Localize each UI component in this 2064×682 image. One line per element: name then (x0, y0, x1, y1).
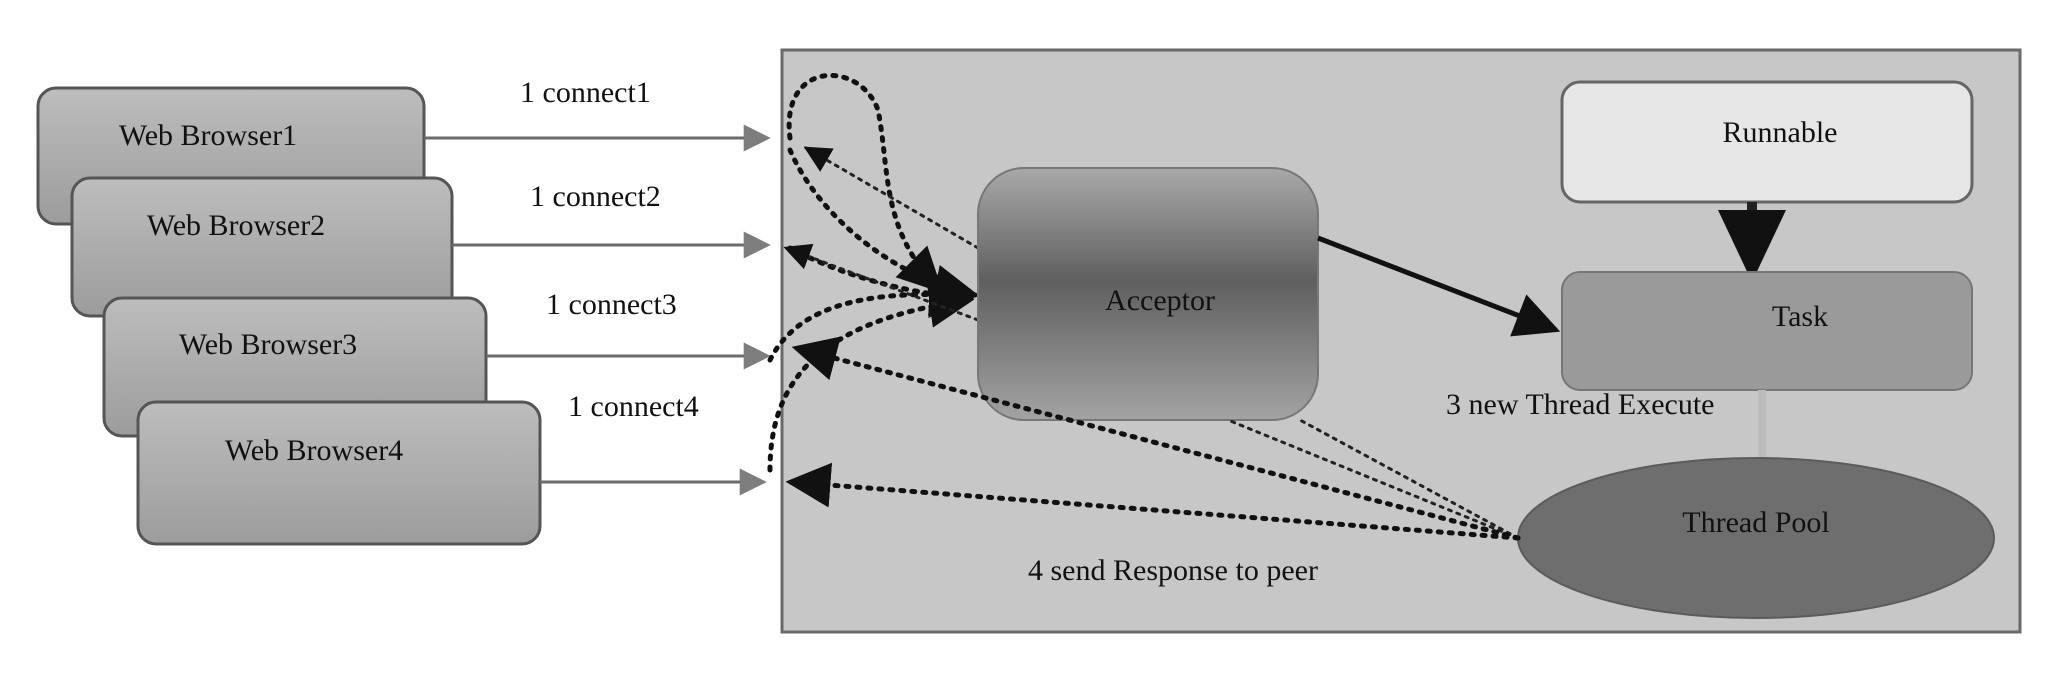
pool-to-acceptor-1 (1226, 418, 1520, 540)
acceptor-label: Acceptor (1105, 284, 1215, 317)
task-label: Task (1772, 300, 1828, 333)
web-browser-4-label: Web Browser4 (225, 434, 403, 467)
runnable-label: Runnable (1723, 116, 1838, 149)
runnable: Runnable (1560, 80, 1974, 204)
connect4-label: 1 connect4 (568, 390, 699, 423)
response-to-browser3 (791, 336, 1521, 541)
acceptor-to-browser2 (783, 243, 980, 322)
web-browser-2-label: Web Browser2 (147, 209, 325, 242)
response-label: 4 send Response to peer (1028, 554, 1318, 587)
web-browser-2: Web Browser2 (70, 176, 454, 318)
runnable-to-task-arrowhead (1718, 210, 1786, 282)
pool-to-acceptor-2 (1298, 418, 1520, 540)
web-browser-1-label: Web Browser1 (119, 119, 297, 152)
response-to-browser4 (785, 462, 1521, 541)
task: Task (1561, 271, 1973, 391)
connect3-label: 1 connect3 (546, 288, 677, 321)
connect2-label: 1 connect2 (530, 180, 661, 213)
web-browser-3-label: Web Browser3 (179, 328, 357, 361)
execute-label: 3 new Thread Execute (1446, 388, 1715, 421)
thread-pool-label: Thread Pool (1682, 506, 1829, 539)
web-browser-4: Web Browser4 (136, 400, 542, 546)
thread-pool: Thread Pool (1517, 457, 1995, 619)
accept-loop-1 (786, 73, 944, 294)
connect1-label: 1 connect1 (520, 76, 651, 109)
acceptor-to-task-arrow (1317, 235, 1561, 337)
acceptor-to-browser1 (803, 146, 980, 250)
acceptor: Acceptor (977, 167, 1319, 421)
